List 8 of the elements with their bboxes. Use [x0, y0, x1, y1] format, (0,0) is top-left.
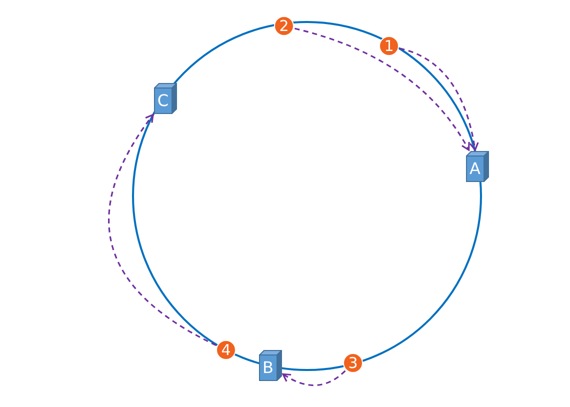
dashed-arrow	[294, 28, 470, 151]
number-badge: 1	[379, 36, 399, 56]
number-badge: 2	[274, 16, 294, 36]
dashed-arrow	[282, 370, 346, 386]
dashed-arrow	[108, 114, 216, 346]
number-badge: 4	[216, 340, 236, 360]
dashed-arrow	[399, 48, 479, 151]
number-badge: 3	[343, 353, 363, 373]
